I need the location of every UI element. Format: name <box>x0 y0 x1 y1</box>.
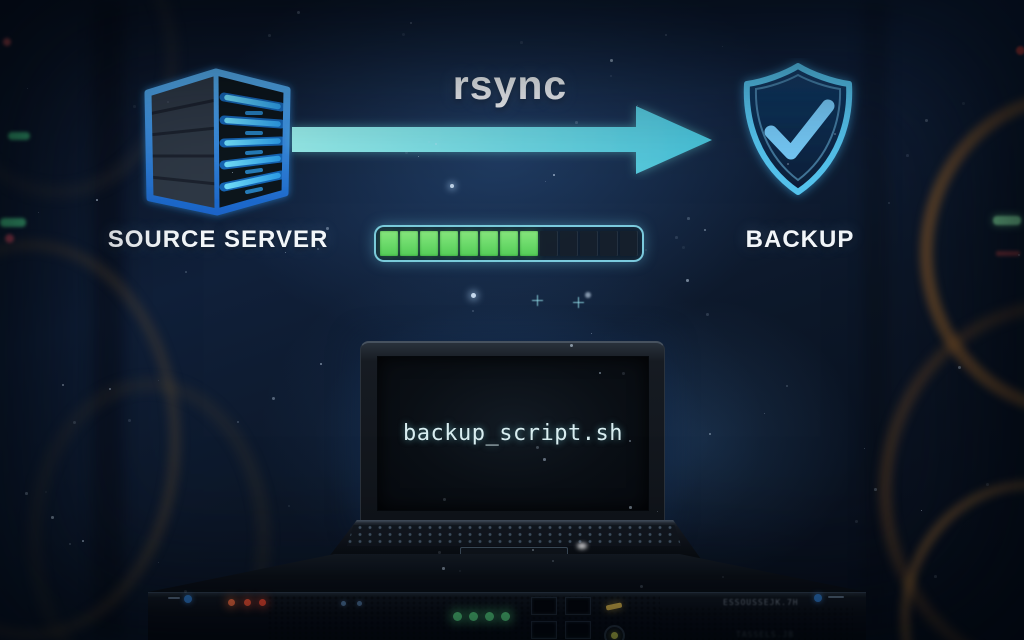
led-blue <box>341 601 346 606</box>
progress-segment <box>620 231 638 256</box>
progress-segment <box>420 231 438 256</box>
particle <box>764 413 766 415</box>
particle <box>185 271 187 273</box>
led-green <box>0 218 26 227</box>
progress-segment <box>380 231 398 256</box>
progress-segment <box>520 231 538 256</box>
led-red <box>259 599 266 606</box>
particle <box>471 293 476 298</box>
particle <box>472 310 475 313</box>
particle <box>288 505 290 507</box>
particle <box>786 385 789 388</box>
port <box>565 597 591 615</box>
rack-label: ESSOUSSEJK.7H <box>723 598 799 607</box>
particle <box>665 34 667 36</box>
particle <box>545 181 547 183</box>
led-red <box>5 234 14 243</box>
particle <box>520 41 523 44</box>
particle <box>925 119 928 122</box>
particle <box>645 249 647 251</box>
particle <box>410 22 412 24</box>
particle <box>585 292 591 298</box>
particle <box>704 229 706 231</box>
laptop-keyboard <box>346 525 682 546</box>
particle <box>237 421 240 424</box>
progress-segments <box>380 231 638 256</box>
led-green <box>469 612 478 621</box>
led-red <box>996 251 1020 256</box>
particle <box>709 433 711 435</box>
progress-segment <box>500 231 518 256</box>
transfer-arrow-icon <box>292 106 712 174</box>
particle <box>706 313 709 316</box>
rack-ports <box>531 597 591 639</box>
led-green <box>8 132 30 140</box>
led-blue <box>357 601 362 606</box>
particle <box>591 333 592 334</box>
rack-screw-icon <box>184 595 192 603</box>
port <box>531 621 557 639</box>
port <box>531 597 557 615</box>
rack-mesh <box>653 607 853 640</box>
source-server-label: SOURCE SERVER <box>107 226 329 253</box>
particle <box>722 46 724 48</box>
particle <box>687 217 690 220</box>
particle <box>906 154 909 157</box>
led-red <box>228 599 235 606</box>
rack-screw-icon <box>814 594 822 602</box>
backup-label: BACKUP <box>745 226 855 253</box>
progress-bar <box>374 225 644 262</box>
led-green <box>453 612 462 621</box>
particle <box>686 279 689 282</box>
particle <box>272 397 275 400</box>
particle <box>610 59 613 62</box>
rack-label: TASSELS.JB <box>736 630 795 639</box>
led-red <box>244 599 251 606</box>
particle <box>297 11 300 14</box>
cable <box>30 380 268 640</box>
led-red <box>1016 46 1024 55</box>
power-led <box>611 632 618 639</box>
port <box>565 621 591 639</box>
progress-segment <box>580 231 598 256</box>
progress-segment <box>460 231 478 256</box>
particle <box>962 102 965 105</box>
source-server-icon <box>144 68 291 216</box>
particle <box>610 75 613 78</box>
glint <box>577 543 587 549</box>
led-green <box>501 612 510 621</box>
particle <box>682 246 685 249</box>
progress-segment <box>440 231 458 256</box>
led-green <box>485 612 494 621</box>
particle <box>675 236 678 239</box>
progress-segment <box>600 231 618 256</box>
progress-segment <box>540 231 558 256</box>
progress-segment <box>400 231 418 256</box>
progress-segment <box>480 231 498 256</box>
laptop-screen: backup_script.sh <box>377 356 649 511</box>
particle <box>38 212 40 214</box>
rack-mesh <box>268 596 660 640</box>
server-rack: ESSOUSSEJK.7H TASSELS.JB <box>148 592 866 640</box>
led-red <box>3 38 11 46</box>
particle <box>450 184 454 188</box>
laptop-screen-text: backup_script.sh <box>403 421 623 446</box>
particle <box>888 202 891 205</box>
particle <box>320 363 322 365</box>
rack-marking <box>828 596 844 598</box>
rack-marking <box>168 597 180 599</box>
shield-icon <box>743 63 853 195</box>
progress-segment <box>560 231 578 256</box>
particle <box>268 34 271 37</box>
particle <box>855 520 858 523</box>
particle <box>402 33 405 36</box>
led-green <box>993 216 1021 225</box>
power-button <box>604 625 625 640</box>
checkmark-icon <box>764 99 835 160</box>
rsync-label: rsync <box>452 62 568 108</box>
